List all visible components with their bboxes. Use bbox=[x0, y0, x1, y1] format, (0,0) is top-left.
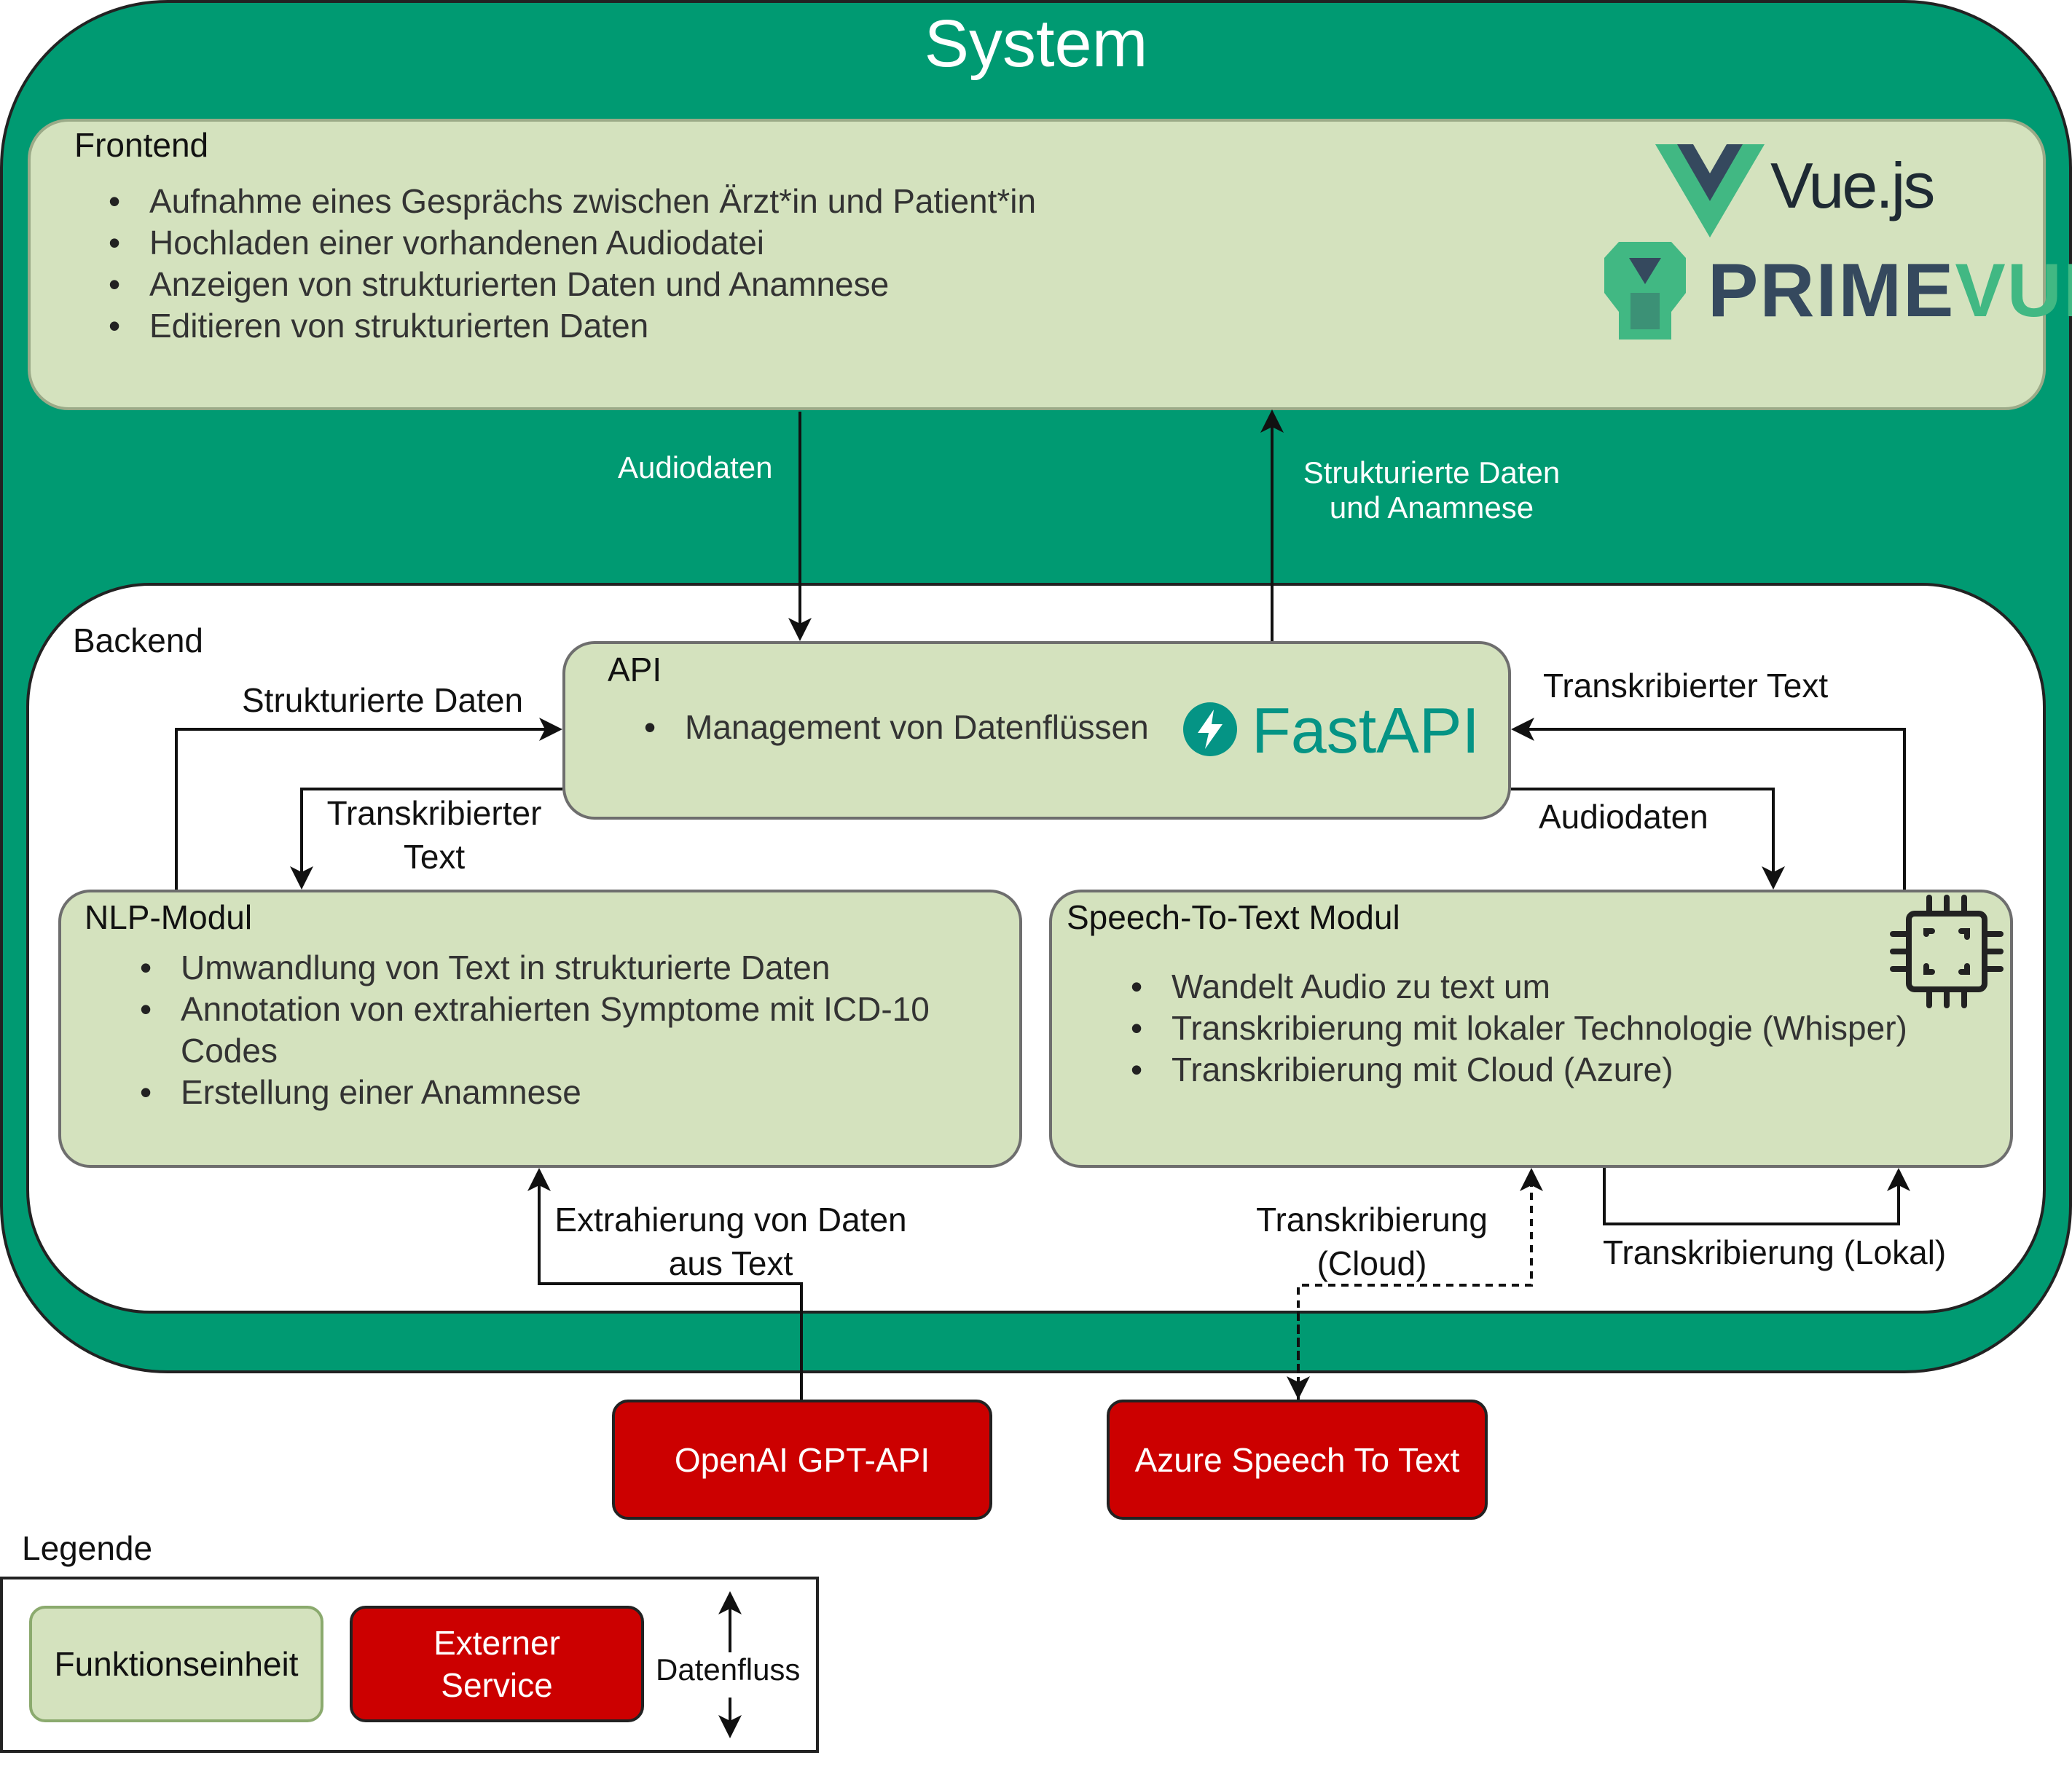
list-item: Anzeigen von strukturierten Daten und An… bbox=[106, 264, 1036, 305]
legend-title: Legende bbox=[22, 1529, 153, 1567]
list-item: Editieren von strukturierten Daten bbox=[106, 305, 1036, 347]
list-item: Umwandlung von Text in strukturierte Dat… bbox=[137, 947, 1004, 989]
list-item: Annotation von extrahierten Symptome mit… bbox=[137, 989, 975, 1072]
list-item: Erstellung einer Anamnese bbox=[137, 1072, 1004, 1113]
flow-label-cloud: Transkribierung (Cloud) bbox=[1256, 1201, 1488, 1282]
legend-external-swatch: Externer Service bbox=[350, 1606, 644, 1722]
list-item: Aufnahme eines Gesprächs zwischen Ärzt*i… bbox=[106, 181, 1036, 222]
api-bullets: Management von Datenflüssen bbox=[641, 707, 1149, 748]
cpu-chip-icon bbox=[1887, 892, 2006, 1011]
flow-label-local: Transkribierung (Lokal) bbox=[1603, 1233, 1947, 1271]
primevue-vue: VUE bbox=[1955, 248, 2072, 333]
arrow-stt-local-loop bbox=[1603, 1168, 1910, 1225]
arrow-stt-to-api bbox=[1511, 718, 1906, 890]
fastapi-logo-text: FastAPI bbox=[1252, 694, 1480, 766]
api-title: API bbox=[608, 651, 662, 688]
arrow-azure-to-stt bbox=[1297, 1168, 1543, 1400]
list-item: Hochladen einer vorhandenen Audiodatei bbox=[106, 222, 1036, 264]
flow-label-transcribed-right: Transkribierter Text bbox=[1543, 667, 1829, 705]
primevue-prime: PRIME bbox=[1708, 248, 1955, 333]
stt-bullets: Wandelt Audio zu text um Transkribierung… bbox=[1128, 966, 1907, 1091]
frontend-bullets: Aufnahme eines Gesprächs zwischen Ärzt*i… bbox=[106, 181, 1036, 347]
flow-label-audio-right: Audiodaten bbox=[1539, 798, 1708, 836]
fastapi-logo-icon bbox=[1183, 702, 1237, 756]
vue-logo-text: Vue.js bbox=[1770, 149, 1935, 221]
frontend-title: Frontend bbox=[74, 126, 209, 164]
list-item: Management von Datenflüssen bbox=[641, 707, 1149, 748]
flow-label-structured: Strukturierte Daten bbox=[242, 681, 524, 719]
nlp-bullets: Umwandlung von Text in strukturierte Dat… bbox=[137, 947, 1004, 1113]
openai-gpt-api-box[interactable]: OpenAI GPT-API bbox=[612, 1400, 992, 1520]
azure-speech-to-text-box[interactable]: Azure Speech To Text bbox=[1107, 1400, 1488, 1520]
arrow-api-to-stt bbox=[1511, 788, 1785, 890]
flow-label-audio-top: Audiodaten bbox=[618, 450, 773, 484]
nlp-title: NLP-Modul bbox=[85, 898, 253, 936]
legend-unit-swatch: Funktionseinheit bbox=[29, 1606, 323, 1722]
flow-label-extraction: Extrahierung von Daten aus Text bbox=[554, 1201, 907, 1282]
flow-label-transcribed-left: Transkribierter Text bbox=[326, 794, 542, 876]
list-item: Transkribierung mit lokaler Technologie … bbox=[1128, 1008, 1907, 1049]
vue-logo-icon bbox=[1655, 144, 1765, 238]
arrow-nlp-to-api bbox=[175, 718, 562, 890]
primevue-logo-text: PRIMEVUE bbox=[1708, 248, 2072, 334]
arrow-api-to-nlp bbox=[290, 788, 562, 890]
primevue-logo-icon bbox=[1604, 242, 1686, 340]
legend-flow-label: Datenfluss bbox=[656, 1652, 801, 1687]
flow-label-structured-top: Strukturierte Daten und Anamnese bbox=[1303, 455, 1561, 525]
system-title: System bbox=[924, 7, 1148, 81]
stt-title: Speech-To-Text Modul bbox=[1067, 898, 1400, 936]
list-item: Transkribierung mit Cloud (Azure) bbox=[1128, 1049, 1907, 1091]
backend-title: Backend bbox=[73, 621, 204, 659]
arrow-gpt-to-nlp bbox=[527, 1168, 803, 1400]
list-item: Wandelt Audio zu text um bbox=[1128, 966, 1907, 1008]
